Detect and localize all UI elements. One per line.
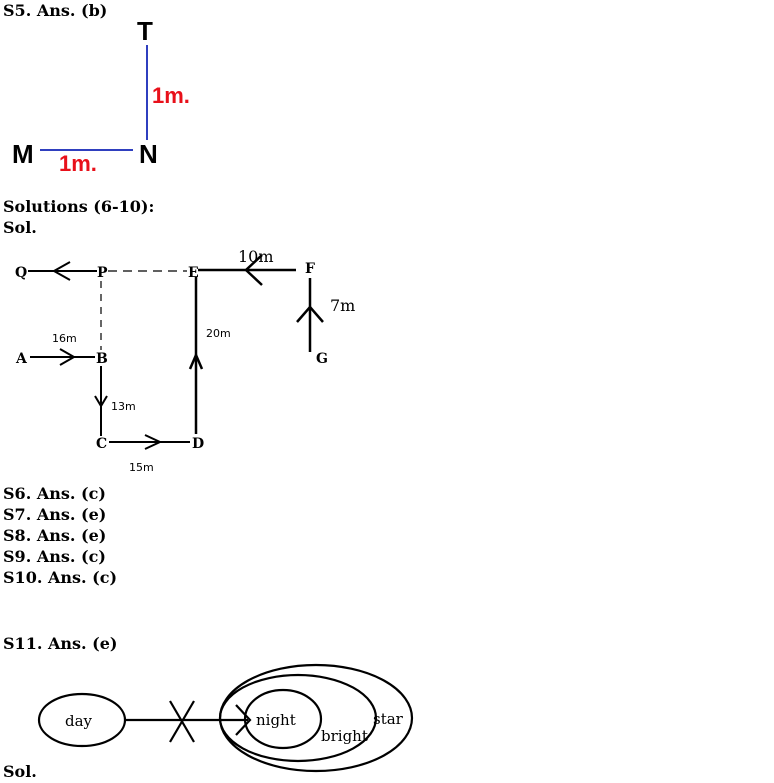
cross-mark-2 [169, 700, 195, 743]
point-e: E [188, 265, 199, 281]
s11-heading: S11. Ans. (e) [3, 634, 118, 653]
point-d: D [192, 436, 204, 452]
arrow-bc [94, 395, 108, 408]
point-p: P [97, 265, 108, 281]
fg-distance: 7m [330, 296, 355, 315]
bright-ellipse [218, 673, 378, 763]
point-q: Q [15, 265, 27, 281]
point-n: N [139, 139, 158, 169]
point-m: M [12, 139, 34, 169]
s5-diagram: T M N 1m. 1m. [12, 16, 190, 176]
bc-distance: 13m [111, 400, 136, 413]
answer-s10: S10. Ans. (c) [3, 568, 118, 587]
arrow-de [188, 351, 204, 370]
point-b: B [96, 351, 108, 367]
arrow-ab [59, 348, 77, 366]
arrow-pq [51, 261, 71, 281]
s11-labels: day night bright star [65, 710, 404, 745]
label-bright: bright [321, 727, 368, 745]
answer-s7: S7. Ans. (e) [3, 505, 107, 524]
ef-distance: 10m [238, 247, 274, 266]
cd-distance: 15m [129, 461, 154, 474]
night-ellipse [243, 688, 323, 750]
solutions-labels: Q P E F G A B C D 10m 7m 16m 20m 13m 15m [15, 247, 355, 474]
point-a: A [15, 351, 28, 367]
answer-s6: S6. Ans. (c) [3, 484, 106, 503]
point-g: G [316, 351, 328, 367]
solutions-sol: Sol. [3, 218, 37, 237]
solutions-diagram [28, 254, 324, 450]
arrow-fe [244, 254, 263, 286]
point-f: F [305, 261, 315, 277]
answer-s9: S9. Ans. (c) [3, 547, 106, 566]
arrow-night [235, 704, 252, 736]
s11-sol: Sol. [3, 762, 37, 781]
ed-distance: 20m [206, 327, 231, 340]
star-ellipse [218, 663, 414, 773]
s11-diagram [37, 663, 414, 773]
solutions-heading: Solutions (6-10): [3, 197, 155, 216]
ab-distance: 16m [52, 332, 77, 345]
mn-distance: 1m. [59, 151, 97, 176]
tn-distance: 1m. [152, 83, 190, 108]
arrow-gf [296, 305, 324, 323]
arrow-cd [144, 434, 163, 450]
label-day: day [65, 712, 93, 730]
label-star: star [373, 710, 404, 728]
answer-s8: S8. Ans. (e) [3, 526, 107, 545]
label-night: night [256, 711, 296, 729]
point-t: T [137, 16, 153, 46]
point-c: C [96, 436, 107, 452]
s5-heading: S5. Ans. (b) [3, 1, 108, 20]
